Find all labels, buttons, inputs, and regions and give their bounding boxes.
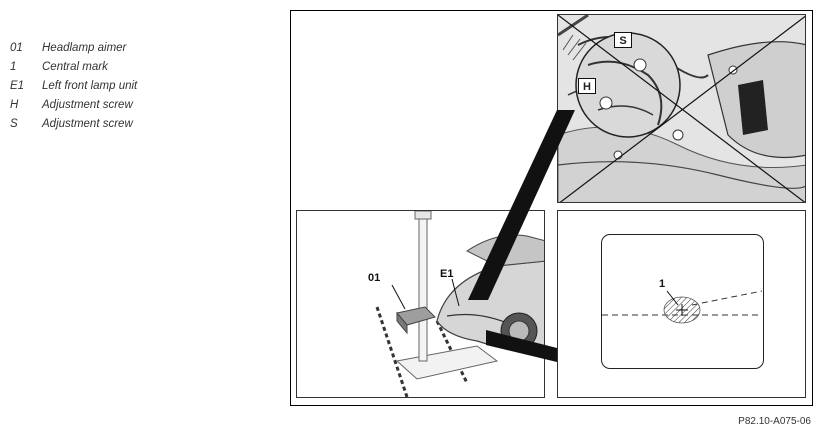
car-aimer-illustration — [375, 211, 544, 397]
legend-text: Adjustment screw — [42, 117, 133, 130]
callout-screw-s: S — [614, 32, 632, 48]
legend-item: H Adjustment screw — [10, 95, 137, 114]
legend-item: E1 Left front lamp unit — [10, 76, 137, 95]
legend-text: Left front lamp unit — [42, 79, 138, 92]
aiming-screen-pattern — [602, 290, 763, 324]
connector-beam-lower — [486, 330, 557, 362]
legend-code: E1 — [10, 79, 25, 92]
legend-item: S Adjustment screw — [10, 114, 137, 133]
engine-bay-detail-panel — [557, 14, 806, 203]
legend-text: Central mark — [42, 60, 108, 73]
legend: 01 Headlamp aimer 1 Central mark E1 Left… — [10, 38, 137, 133]
legend-text: Headlamp aimer — [42, 41, 127, 54]
callout-lamp-unit: E1 — [440, 268, 454, 280]
engine-bay-illustration — [558, 15, 805, 202]
legend-item: 1 Central mark — [10, 57, 137, 76]
screw-h-head — [599, 96, 613, 110]
legend-text: Adjustment screw — [42, 98, 133, 111]
callout-central-mark: 1 — [659, 278, 666, 290]
connector-beam-upper — [468, 110, 575, 300]
legend-code: 01 — [10, 41, 23, 54]
legend-code: S — [10, 117, 18, 130]
figure-code: P82.10-A075-06 — [738, 416, 811, 427]
legend-item: 01 Headlamp aimer — [10, 38, 137, 57]
legend-code: 1 — [10, 60, 17, 73]
legend-code: H — [10, 98, 19, 111]
callout-screw-h: H — [578, 78, 596, 94]
figure-frame — [290, 10, 813, 406]
aiming-screen — [601, 234, 764, 369]
callout-headlamp-aimer: 01 — [368, 272, 381, 284]
screw-s-head — [633, 58, 647, 72]
cutoff-line — [691, 290, 763, 306]
